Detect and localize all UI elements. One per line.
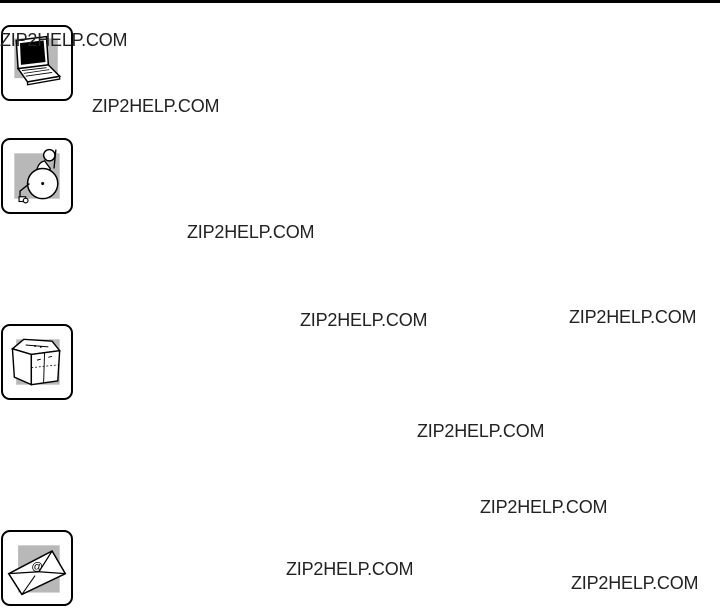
watermark-text: ZIP2HELP.COM bbox=[286, 559, 414, 579]
watermark-text: ZIP2HELP.COM bbox=[569, 307, 697, 327]
wheelchair-icon bbox=[1, 138, 73, 214]
watermark-text: ZIP2HELP.COM bbox=[92, 96, 220, 116]
top-rule bbox=[0, 0, 720, 3]
watermark-text: ZIP2HELP.COM bbox=[417, 421, 545, 441]
svg-text:@: @ bbox=[31, 561, 43, 573]
watermark-text: ZIP2HELP.COM bbox=[571, 573, 699, 593]
packing-box-icon bbox=[1, 324, 73, 400]
watermark-text: ZIP2HELP.COM bbox=[187, 222, 315, 242]
laptop-icon bbox=[1, 25, 73, 101]
email-envelope-icon: @ bbox=[1, 530, 73, 606]
watermark-text: ZIP2HELP.COM bbox=[480, 497, 608, 517]
watermark-text: ZIP2HELP.COM bbox=[300, 310, 428, 330]
watermark-text: ZIP2HELP.COM bbox=[0, 30, 128, 50]
